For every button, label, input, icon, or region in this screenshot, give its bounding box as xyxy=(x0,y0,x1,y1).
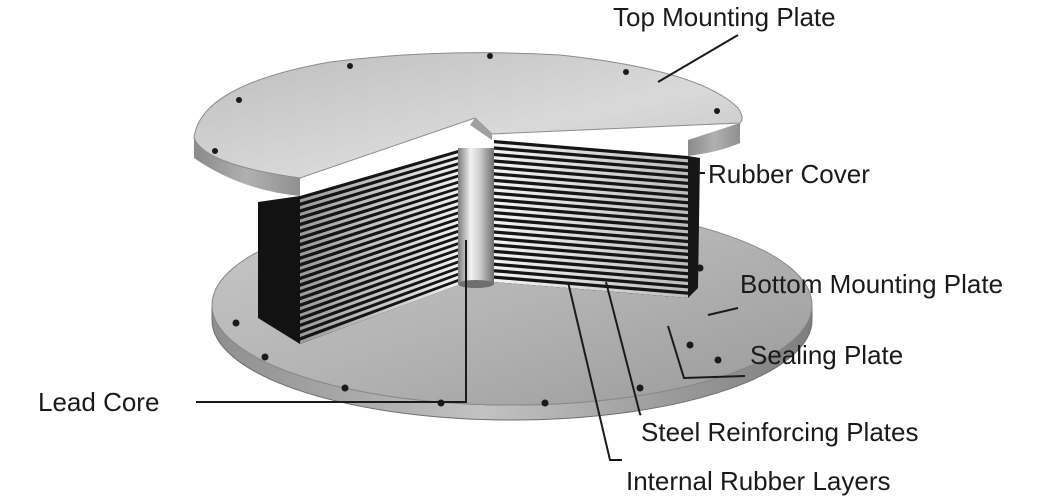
rubber-bearing-body xyxy=(258,140,700,344)
steel-layer-right xyxy=(494,252,688,273)
rubber-cover-right xyxy=(688,156,700,298)
steel-layer-right xyxy=(494,246,688,266)
label-steel-reinforcing-plates: Steel Reinforcing Plates xyxy=(641,417,918,447)
steel-layer-left xyxy=(300,165,458,217)
bottom-plate-bolt-holes xyxy=(232,228,722,407)
lead-core xyxy=(458,148,494,288)
steel-layer-left xyxy=(300,214,458,270)
steel-layer-right xyxy=(494,175,688,195)
leader-internal-rubber-layers xyxy=(567,281,622,461)
steel-layer-right xyxy=(494,240,688,260)
steel-layer-right xyxy=(494,149,688,169)
steel-layer-left xyxy=(300,196,458,250)
steel-layer-left xyxy=(300,177,458,230)
steel-layer-right xyxy=(494,156,688,176)
rubber-cover xyxy=(258,196,300,344)
internal-layers-left xyxy=(300,150,458,344)
leader-lines xyxy=(196,34,746,461)
steel-layer-right xyxy=(494,214,688,234)
top-plate-bolt-holes xyxy=(212,53,720,154)
steel-layer-left xyxy=(300,232,458,291)
steel-layer-left xyxy=(300,238,458,297)
steel-layer-left xyxy=(300,251,458,311)
steel-layer-right xyxy=(494,227,688,247)
label-sealing-plate: Sealing Plate xyxy=(750,340,903,370)
steel-layer-right xyxy=(494,169,688,189)
steel-layer-left xyxy=(300,226,458,284)
leader-bottom-mounting-plate xyxy=(707,307,739,316)
steel-layer-left xyxy=(300,189,458,243)
label-bottom-mounting-plate: Bottom Mounting Plate xyxy=(740,269,1003,299)
steel-layer-left xyxy=(300,275,458,338)
steel-layer-left xyxy=(300,153,458,203)
label-rubber-cover: Rubber Cover xyxy=(708,159,870,189)
label-top-mounting-plate: Top Mounting Plate xyxy=(613,2,836,32)
steel-layer-left xyxy=(300,263,458,324)
steel-layer-right xyxy=(494,194,688,215)
steel-layer-right xyxy=(494,233,688,253)
steel-layer-left xyxy=(300,257,458,317)
steel-layer-right xyxy=(494,143,688,163)
steel-layer-right xyxy=(494,278,688,298)
steel-layer-right xyxy=(494,188,688,208)
leader-lead-core xyxy=(196,240,467,403)
steel-layer-right xyxy=(494,181,688,202)
label-lead-core: Lead Core xyxy=(38,387,159,417)
steel-layer-left xyxy=(300,202,458,257)
steel-layer-left xyxy=(300,159,458,210)
leader-steel-reinforcing-plates xyxy=(605,281,642,416)
steel-layer-right xyxy=(494,220,688,240)
internal-layers-right xyxy=(494,140,688,298)
leader-sealing-plate xyxy=(667,325,746,380)
steel-layer-left xyxy=(300,208,458,264)
leader-top-mounting-plate xyxy=(657,34,739,83)
label-internal-rubber-layers: Internal Rubber Layers xyxy=(626,466,890,496)
steel-layer-right xyxy=(494,265,688,286)
steel-layer-right xyxy=(494,272,688,292)
steel-layer-right xyxy=(494,201,688,221)
steel-layer-left xyxy=(300,281,458,344)
steel-layer-right xyxy=(494,207,688,227)
steel-layer-left xyxy=(300,171,458,223)
steel-layer-left xyxy=(300,269,458,331)
steel-layer-right xyxy=(494,259,688,279)
top-mounting-plate xyxy=(193,52,743,196)
steel-layer-right xyxy=(494,162,688,182)
steel-layer-left xyxy=(300,245,458,304)
steel-layer-left xyxy=(300,220,458,277)
steel-layer-left xyxy=(300,183,458,237)
